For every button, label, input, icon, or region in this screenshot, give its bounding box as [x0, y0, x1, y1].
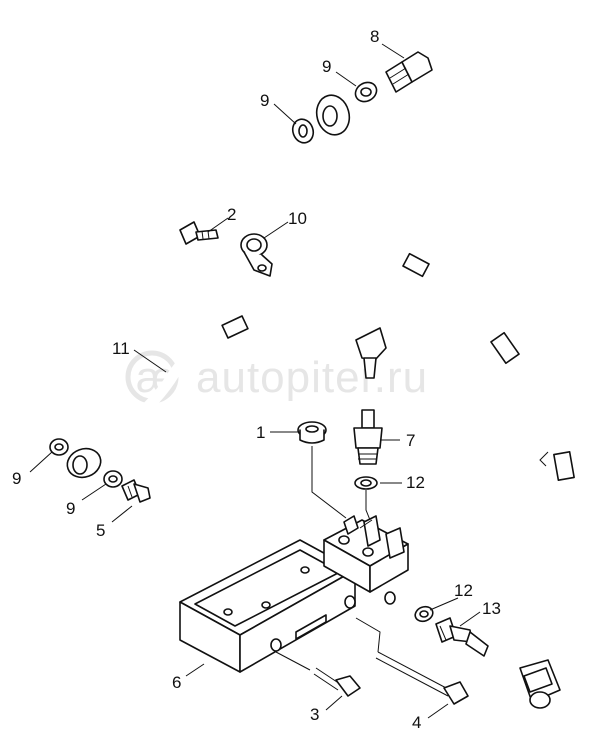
callout-9-left-upper: 9: [12, 469, 21, 488]
callout-4: 4: [412, 713, 421, 732]
callout-12-upper: 12: [406, 473, 425, 492]
lower-right-clamp: [553, 451, 575, 481]
callout-5: 5: [96, 521, 105, 540]
fitting-13: [435, 617, 489, 657]
manifold-bracket-6: [179, 515, 409, 673]
callout-9-left-lower: 9: [66, 499, 75, 518]
callout-6: 6: [172, 673, 181, 692]
callout-2: 2: [227, 205, 236, 224]
callout-12-lower: 12: [454, 581, 473, 600]
callout-13: 13: [482, 599, 501, 618]
callout-1: 1: [256, 423, 265, 442]
clip-bracket-10: [240, 233, 273, 277]
washer-9-left-lower-hole: [108, 475, 118, 483]
clip: [539, 451, 549, 467]
washer-12-upper-hole: [360, 479, 372, 487]
callout-9-top-left: 9: [260, 91, 269, 110]
watermark-text: autopiter.ru: [196, 353, 428, 402]
callout-11: 11: [112, 339, 130, 358]
callout-9-top-right: 9: [322, 57, 331, 76]
hose-assembly-11: [66, 94, 580, 709]
leader-lines: [29, 43, 481, 719]
bolt-3: [313, 667, 361, 697]
plug-1: [297, 421, 327, 444]
banjo-bolt-8: [385, 51, 433, 93]
elbow-fitting: [355, 327, 387, 361]
callout-10: 10: [288, 209, 307, 228]
upper-banjo-hole: [322, 105, 338, 127]
bolt-4: [375, 651, 469, 705]
watermark: æ autopiter.ru: [125, 350, 428, 404]
bolt-5: [121, 479, 151, 503]
callouts: 8 9 9 2 10 11 1 7 12 9 9 5 12 13 6 3 4: [12, 27, 501, 732]
lower-banjo-hole: [72, 455, 88, 475]
washer-12-lower-hole: [419, 610, 429, 618]
washer-9-left-upper-hole: [54, 443, 64, 451]
bottom-right-quick-connector: [519, 659, 561, 709]
bolt-2: [179, 221, 219, 245]
washer-9-top-left-hole: [298, 124, 308, 138]
elbow-stem: [363, 357, 377, 379]
callout-8: 8: [370, 27, 379, 46]
right-clamp: [490, 331, 520, 365]
callout-7: 7: [406, 431, 415, 450]
washer-9-top-right-hole: [360, 87, 372, 97]
callout-3: 3: [310, 705, 319, 724]
fitting-7: [353, 409, 383, 465]
left-clamp: [221, 315, 249, 339]
tee-clamp: [402, 252, 430, 278]
